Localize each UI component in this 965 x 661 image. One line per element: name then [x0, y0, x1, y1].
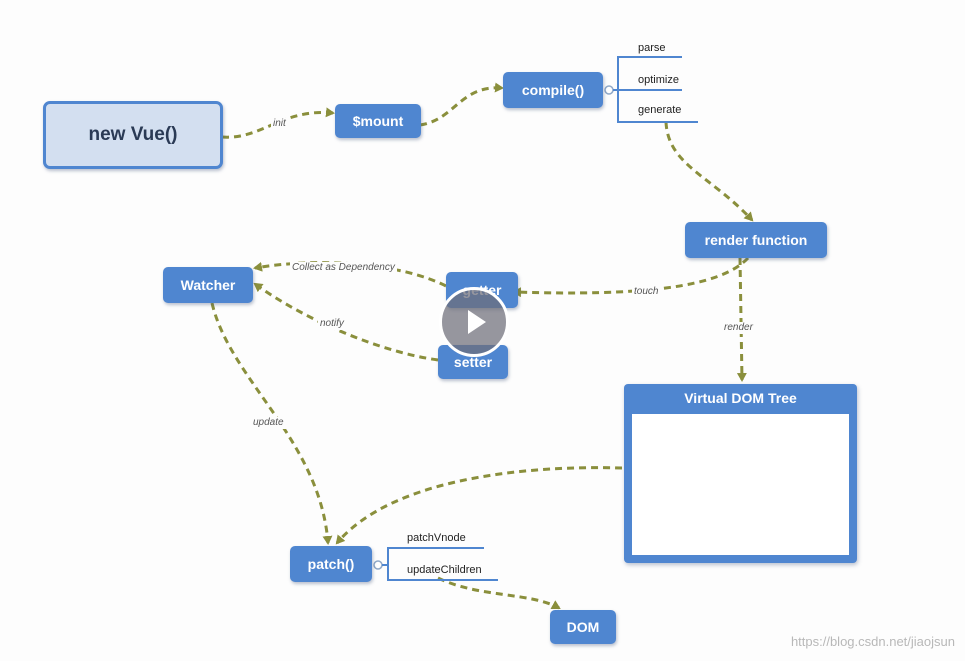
watcher-node[interactable]: Watcher [163, 267, 253, 303]
edge-notify [253, 282, 439, 362]
play-button[interactable] [439, 287, 509, 357]
watermark: https://blog.csdn.net/jiaojsun [790, 634, 955, 649]
dom-node[interactable]: DOM [550, 610, 616, 644]
patch-step-patchvnode: patchVnode [407, 532, 466, 544]
mount-label: $mount [352, 113, 404, 129]
render-function-label: render function [704, 232, 808, 248]
virtual-dom-tree-node[interactable]: Virtual DOM Tree [624, 384, 857, 563]
patch-step-updatechildren: updateChildren [407, 564, 482, 576]
patch-label: patch() [307, 556, 355, 572]
patch-node[interactable]: patch() [290, 546, 372, 582]
mount-node[interactable]: $mount [335, 104, 421, 138]
compile-step-optimize: optimize [638, 74, 679, 86]
edge-vdom-patch [335, 466, 623, 545]
compile-node[interactable]: compile() [503, 72, 603, 108]
dom-label: DOM [566, 619, 600, 635]
edge-update [210, 302, 333, 545]
edge-collect [253, 261, 447, 288]
edge-label-init: init [271, 118, 288, 130]
edge-label-collect: Collect as Dependency [290, 262, 397, 274]
play-icon [468, 310, 486, 334]
render-function-node[interactable]: render function [685, 222, 827, 258]
compile-step-generate: generate [638, 104, 682, 116]
edge-generate-render [664, 121, 754, 222]
edge-mount-compile [419, 82, 504, 127]
edge-label-notify: notify [318, 318, 346, 330]
compile-label: compile() [521, 82, 585, 98]
edge-label-touch: touch [632, 286, 661, 298]
setter-label: setter [453, 354, 493, 370]
edge-patch-dom [437, 576, 561, 610]
virtual-dom-tree-title: Virtual DOM Tree [684, 390, 797, 406]
virtual-dom-tree-canvas [632, 414, 849, 555]
edge-touch [512, 256, 750, 298]
edge-label-render: render [722, 322, 755, 334]
edge-render [736, 257, 747, 382]
watcher-label: Watcher [180, 277, 236, 293]
new-vue-label: new Vue() [88, 124, 178, 145]
edge-label-update: update [251, 417, 286, 429]
new-vue-node[interactable]: new Vue() [43, 101, 223, 169]
compile-step-parse: parse [638, 42, 666, 54]
